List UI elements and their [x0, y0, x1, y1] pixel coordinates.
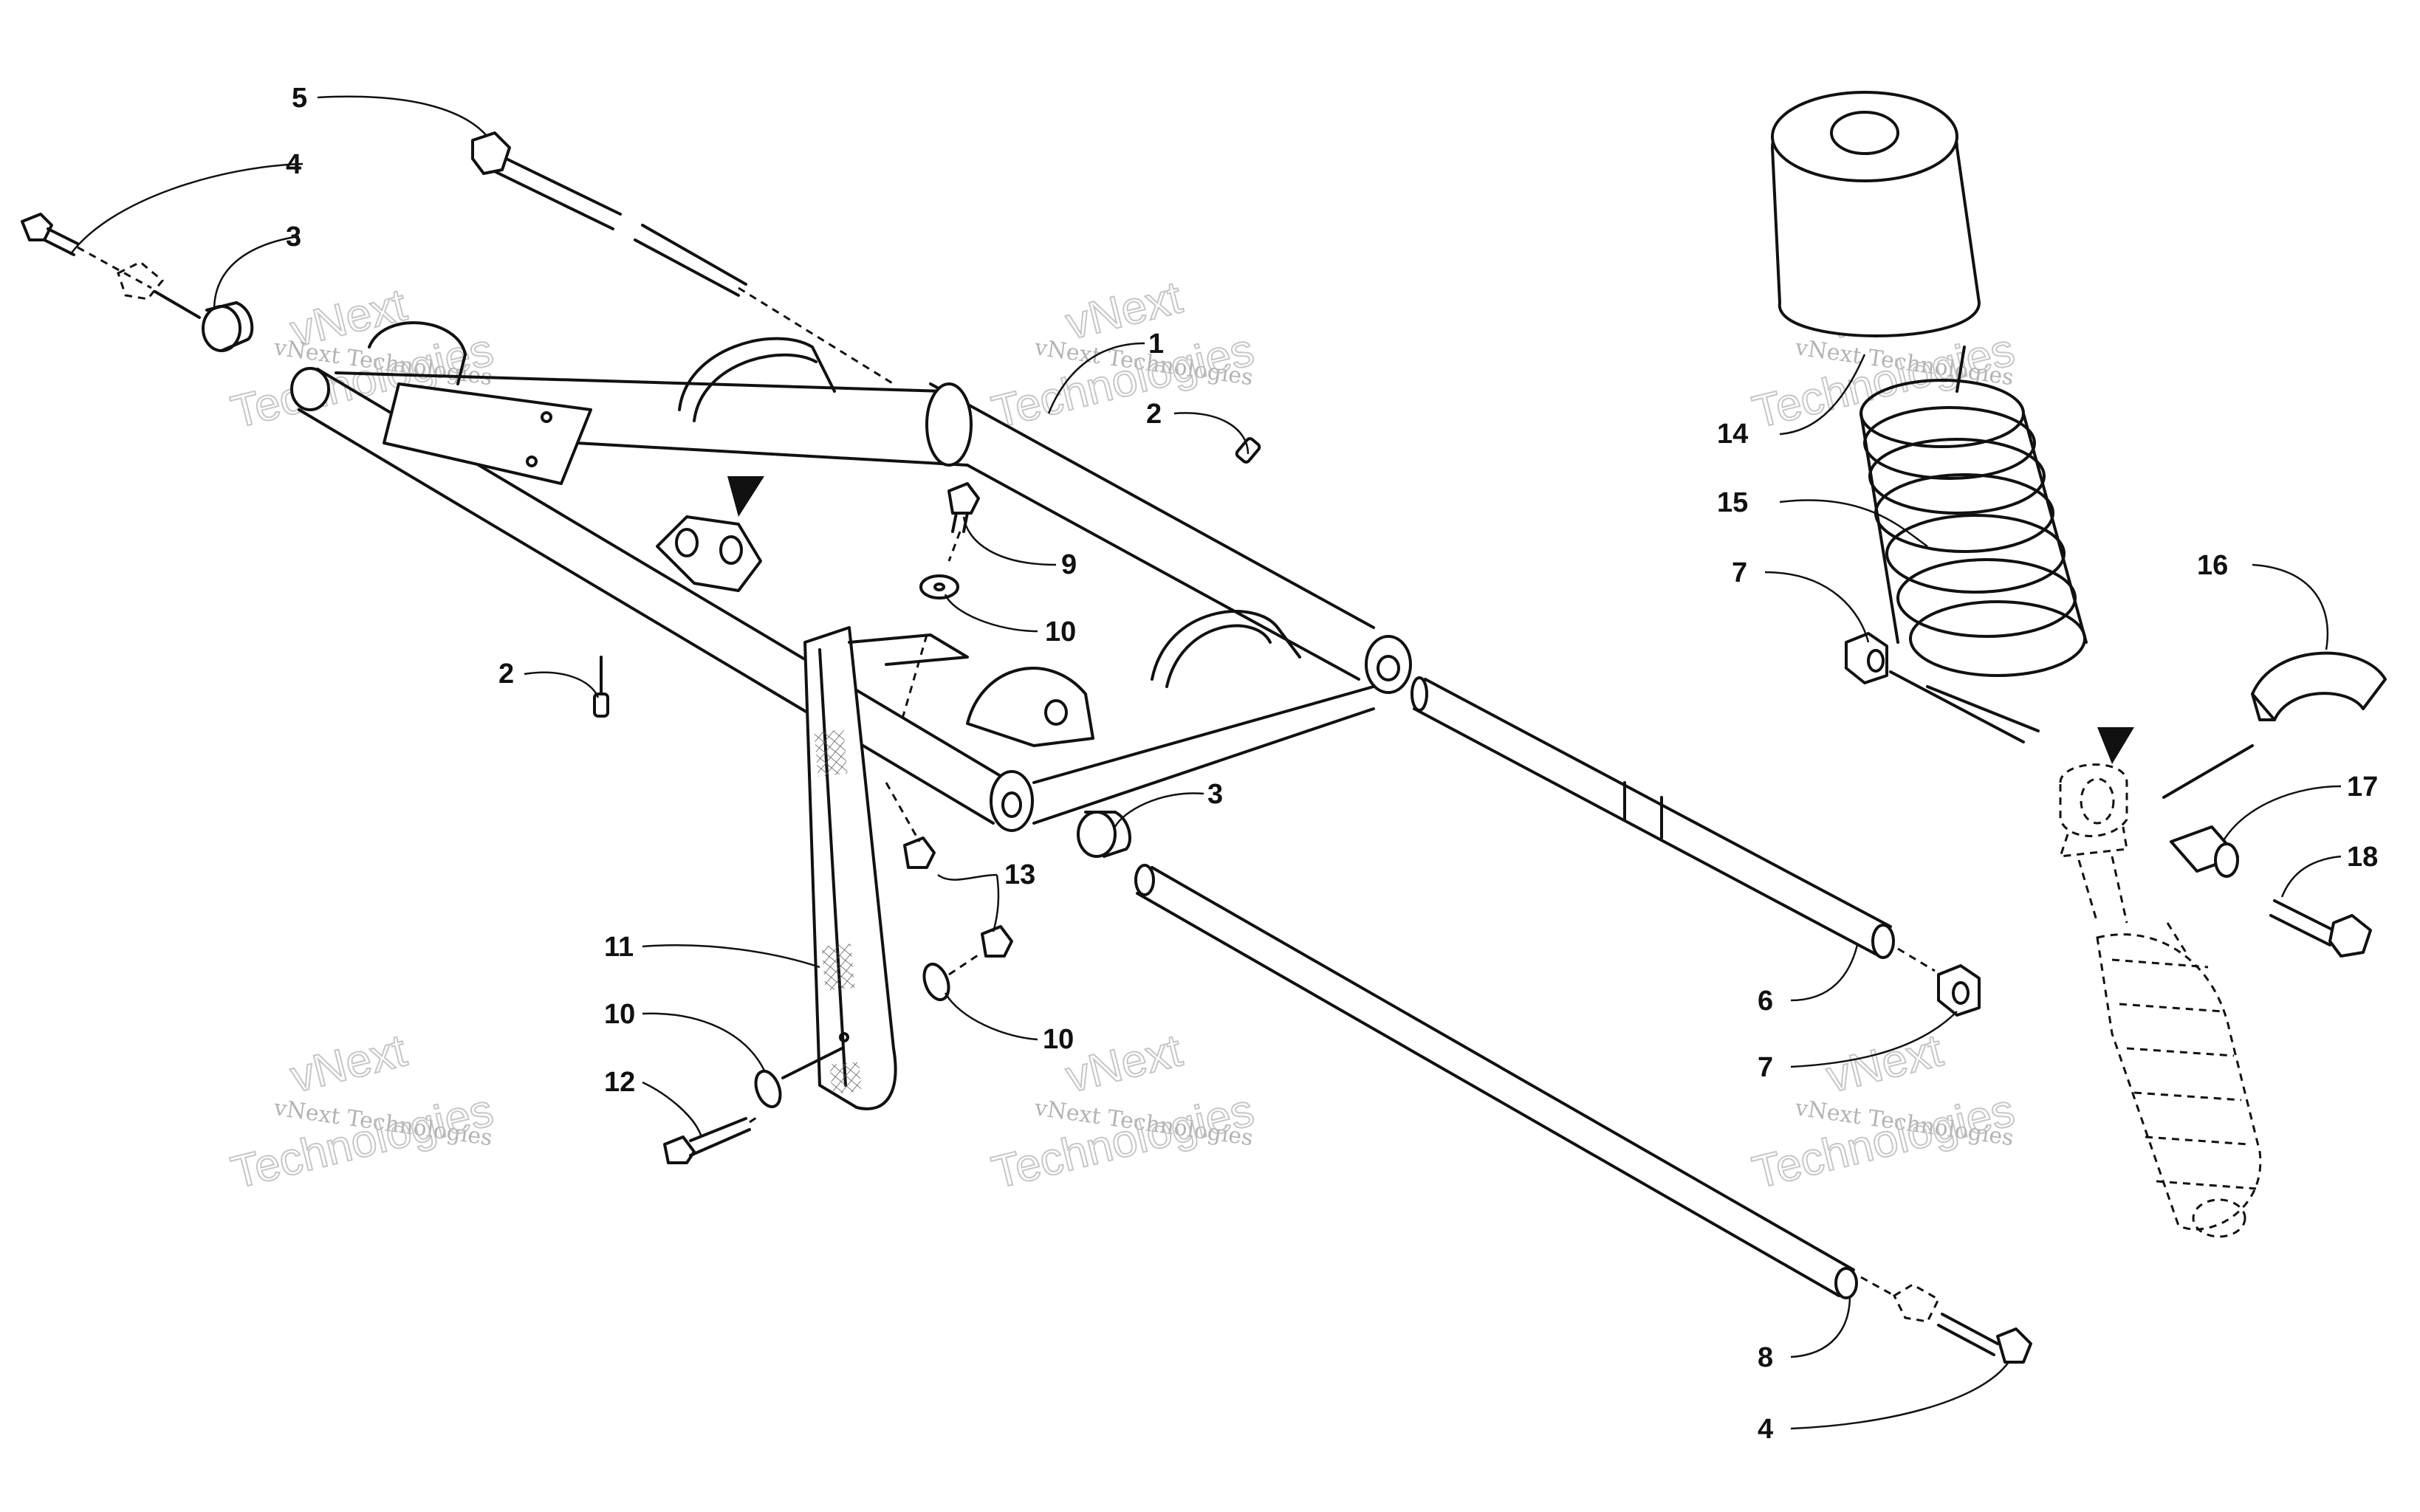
leader-lines [69, 95, 2342, 1430]
callout-10-upper: 10 [1045, 616, 1076, 647]
callout-16: 16 [2197, 550, 2228, 581]
swing-arm-frame [290, 321, 1412, 832]
bump-stop-14 [1771, 91, 1981, 337]
bolt-5 [471, 131, 894, 385]
shaft-6 [1410, 676, 1895, 959]
watermark-top-center: vNext vNext Technologies Technologies [987, 271, 1260, 439]
watermark-text: vNext [286, 1025, 411, 1102]
shaft-8 [1134, 864, 1858, 1299]
callout-9: 9 [1061, 549, 1077, 580]
callout-1: 1 [1148, 329, 1164, 360]
bushing-3-top [202, 301, 254, 352]
arrow-marker [727, 476, 764, 517]
shock-absorber [1926, 685, 2262, 1238]
callout-7-upper: 7 [1732, 557, 1747, 588]
bushing-17 [2170, 825, 2239, 878]
callout-10-mid: 10 [1043, 1024, 1074, 1055]
nut-7-right [1897, 947, 1981, 1017]
bushing-3-mid [1077, 811, 1131, 858]
watermark-bottom-right: vNext vNext Technologies Technologies [1747, 1024, 2020, 1199]
callout-5: 5 [292, 83, 307, 114]
callout-6: 6 [1758, 986, 1773, 1017]
callout-2-left: 2 [498, 659, 514, 690]
washer-10-upper [899, 574, 959, 724]
callout-14: 14 [1717, 419, 1748, 450]
watermark-text: Technologies [987, 324, 1259, 439]
callout-12: 12 [604, 1067, 635, 1098]
watermark-text: Technologies [227, 1085, 498, 1199]
washer-10-lower [754, 1047, 843, 1109]
callout-3-top: 3 [286, 221, 301, 252]
rear-bracket [803, 626, 969, 1110]
callout-10-lower: 10 [604, 999, 635, 1030]
watermark-text: Technologies [987, 1085, 1259, 1199]
spring-15 [1859, 346, 2088, 677]
watermark-bottom-center: vNext vNext Technologies Technologies [987, 1024, 1260, 1199]
callout-2-right: 2 [1146, 399, 1162, 430]
watermark-text: vNext [1061, 1025, 1187, 1102]
callout-8: 8 [1758, 1342, 1773, 1373]
washer-10-mid [922, 951, 983, 1002]
nut-7-left [1845, 632, 2025, 743]
bolt-18 [2269, 899, 2372, 958]
callout-11: 11 [604, 932, 634, 963]
callout-4-bottom: 4 [1758, 1414, 1773, 1445]
nut-13-lower [981, 925, 1013, 958]
bolt-4-top [21, 213, 201, 319]
watermark-text: Technologies [1748, 1085, 2020, 1199]
callout-3-mid: 3 [1207, 779, 1223, 810]
nut-13-upper [885, 782, 936, 869]
watermark-text: vNext [1061, 272, 1187, 349]
callouts: 5 4 3 1 2 2 9 10 3 13 10 11 10 12 14 15 … [286, 83, 2378, 1445]
bolt-12 [663, 1113, 761, 1164]
watermark-bottom-left: vNext vNext Technologies Technologies [226, 1024, 499, 1199]
bolt-9 [947, 482, 980, 562]
callout-4-top: 4 [286, 149, 301, 180]
grease-fitting-2-left [593, 656, 609, 718]
bolt-4-bottom [1860, 1276, 2032, 1364]
callout-18: 18 [2347, 842, 2378, 873]
callout-13: 13 [1004, 859, 1035, 890]
spring-retainer-16 [2251, 651, 2387, 721]
watermark-text: vNext [1822, 1025, 1947, 1102]
callout-17: 17 [2347, 772, 2378, 803]
callout-15: 15 [1717, 487, 1748, 518]
arrow-marker [2097, 727, 2134, 764]
callout-7-lower: 7 [1758, 1052, 1773, 1083]
